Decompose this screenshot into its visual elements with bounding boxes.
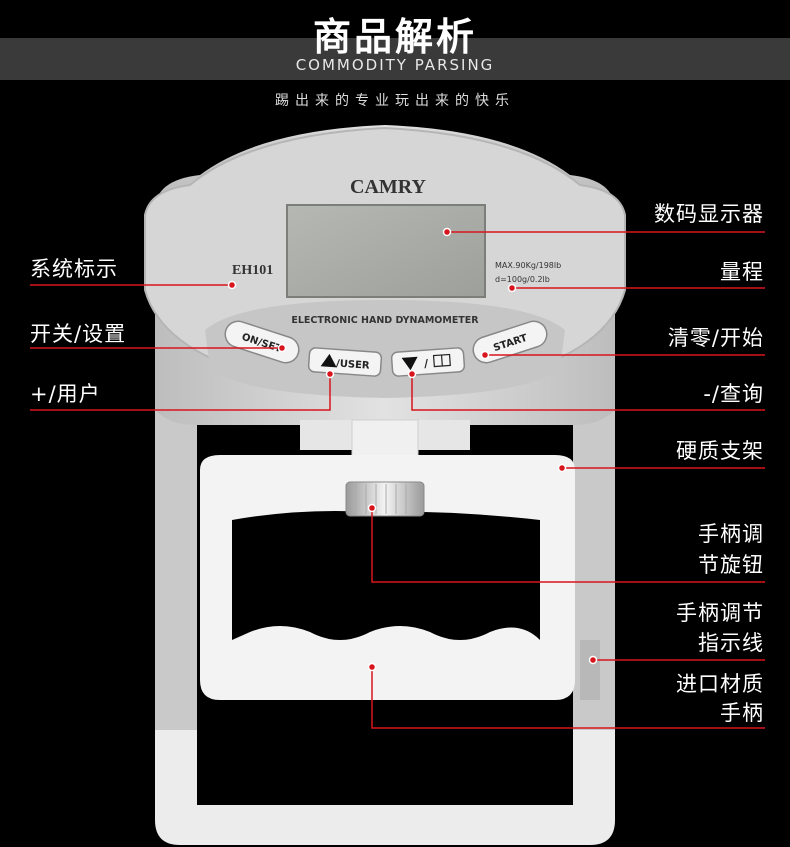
label-system: 系统标示 bbox=[30, 257, 118, 281]
model-label: EH101 bbox=[232, 263, 273, 278]
page-title: 商品解析 bbox=[312, 15, 477, 59]
label-frame: 硬质支架 bbox=[676, 439, 764, 463]
label-plus-user: +/用户 bbox=[30, 382, 101, 406]
device-name: ELECTRONIC HAND DYNAMOMETER bbox=[291, 315, 479, 326]
start-button[interactable]: START bbox=[470, 318, 550, 366]
down-arrow-icon bbox=[401, 356, 418, 371]
page-slogan: 踢出来的专业玩出来的快乐 bbox=[275, 93, 515, 109]
label-knob-2: 节旋钮 bbox=[698, 553, 764, 577]
book-icon bbox=[432, 353, 451, 368]
user-button[interactable]: /USER bbox=[307, 347, 383, 377]
label-indicator-2: 指示线 bbox=[698, 631, 764, 655]
label-range: 量程 bbox=[720, 260, 764, 284]
spec-line-1: MAX.90Kg/198lb bbox=[495, 261, 561, 270]
page-subtitle: COMMODITY PARSING bbox=[295, 56, 495, 74]
brand-logo: CAMRY bbox=[350, 176, 427, 198]
header-banner bbox=[0, 38, 790, 80]
label-indicator-1: 手柄调节 bbox=[676, 601, 764, 625]
label-zero: 清零/开始 bbox=[667, 326, 764, 350]
query-button[interactable]: / bbox=[390, 347, 466, 377]
adjustment-knob-icon bbox=[345, 481, 425, 517]
query-button-label: / bbox=[424, 357, 430, 370]
user-button-label: /USER bbox=[336, 358, 370, 371]
on-set-button[interactable]: ON/SET bbox=[222, 318, 302, 366]
up-arrow-icon bbox=[320, 353, 337, 368]
label-handle-1: 进口材质 bbox=[676, 672, 764, 696]
label-power: 开关/设置 bbox=[30, 322, 127, 346]
label-display: 数码显示器 bbox=[654, 202, 764, 226]
label-knob-1: 手柄调 bbox=[698, 522, 764, 546]
lcd-display bbox=[286, 204, 486, 298]
label-minus-query: -/查询 bbox=[703, 382, 764, 406]
label-handle-2: 手柄 bbox=[720, 701, 764, 725]
spec-line-2: d=100g/0.2lb bbox=[495, 275, 550, 284]
